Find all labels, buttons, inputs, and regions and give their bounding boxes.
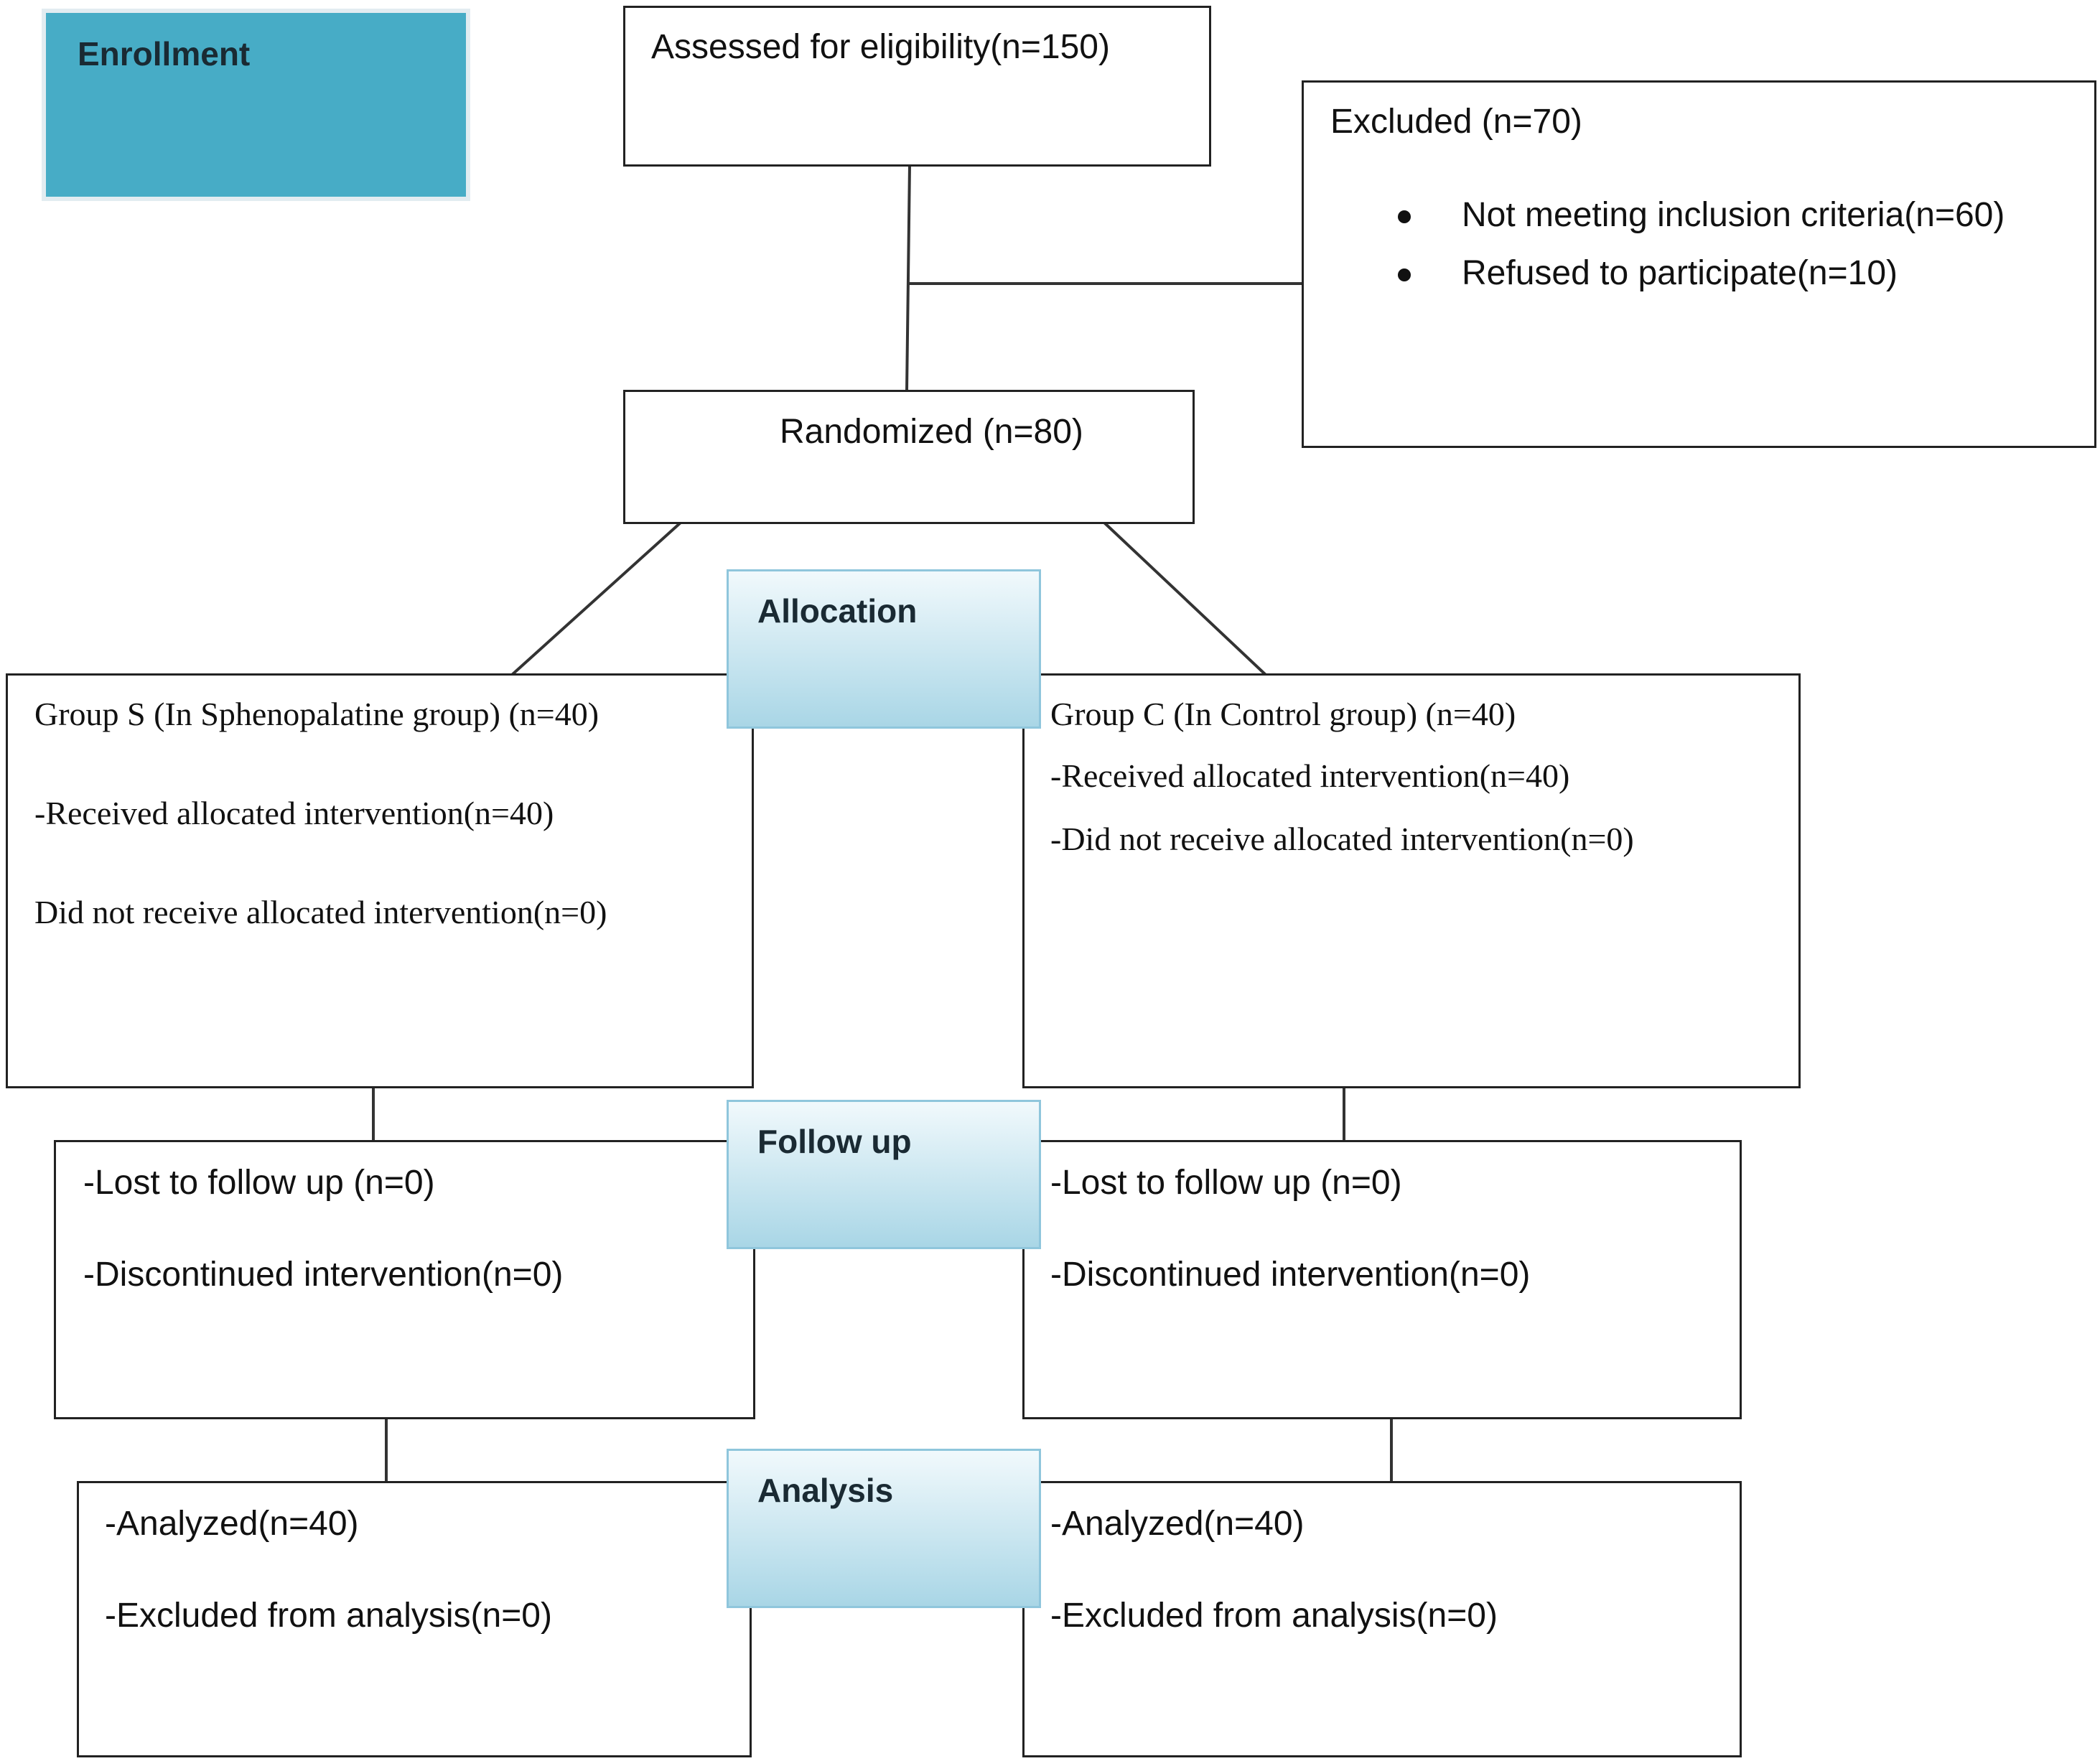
group-s-allocation-box bbox=[6, 673, 754, 1088]
randomized-box bbox=[623, 390, 1195, 524]
group-c-title: Group C (In Control group) (n=40) bbox=[1050, 696, 1516, 732]
group-c-allocation-box bbox=[1022, 673, 1801, 1088]
group-s-discontinued: -Discontinued intervention(n=0) bbox=[83, 1256, 564, 1294]
group-c-received: -Received allocated intervention(n=40) bbox=[1050, 757, 1570, 794]
group-c-excluded-analysis: -Excluded from analysis(n=0) bbox=[1050, 1597, 1498, 1635]
excluded-box bbox=[1302, 80, 2096, 448]
group-c-followup-box bbox=[1022, 1140, 1742, 1419]
bullet-icon bbox=[1398, 210, 1411, 223]
group-c-discontinued: -Discontinued intervention(n=0) bbox=[1050, 1256, 1531, 1294]
follow-up-stage-label: Follow up bbox=[757, 1123, 912, 1160]
randomized-label: Randomized (n=80) bbox=[780, 413, 1083, 451]
group-c-not-received: -Did not receive allocated intervention(… bbox=[1050, 821, 1634, 857]
connector-randomized-to-group-s bbox=[510, 521, 682, 676]
group-c-lost: -Lost to follow up (n=0) bbox=[1050, 1164, 1402, 1202]
group-c-analysis-box bbox=[1022, 1481, 1742, 1757]
excluded-title: Excluded (n=70) bbox=[1330, 103, 1582, 141]
enrollment-stage-label: Enrollment bbox=[78, 35, 251, 73]
group-s-excluded-analysis: -Excluded from analysis(n=0) bbox=[105, 1597, 552, 1635]
allocation-stage-label: Allocation bbox=[757, 592, 918, 630]
group-s-analyzed: -Analyzed(n=40) bbox=[105, 1505, 359, 1543]
bullet-icon bbox=[1398, 268, 1411, 281]
assessed-box bbox=[623, 6, 1211, 167]
group-s-analysis-box bbox=[77, 1481, 752, 1757]
group-s-followup-box bbox=[54, 1140, 755, 1419]
analysis-stage: Analysis bbox=[727, 1449, 1041, 1608]
group-s-received: -Received allocated intervention(n=40) bbox=[34, 795, 554, 831]
group-s-not-received: Did not receive allocated intervention(n… bbox=[34, 894, 607, 930]
connector-assessed-down bbox=[905, 164, 911, 392]
group-c-analyzed: -Analyzed(n=40) bbox=[1050, 1505, 1305, 1543]
connector-randomized-to-group-c bbox=[1103, 521, 1267, 676]
allocation-stage: Allocation bbox=[727, 569, 1041, 729]
group-s-lost: -Lost to follow up (n=0) bbox=[83, 1164, 435, 1202]
excluded-reason-2: Refused to participate(n=10) bbox=[1462, 254, 1898, 292]
assessed-label: Assessed for eligibility(n=150) bbox=[651, 28, 1110, 66]
group-s-title: Group S (In Sphenopalatine group) (n=40) bbox=[34, 696, 599, 732]
analysis-stage-label: Analysis bbox=[757, 1472, 894, 1509]
enrollment-stage: Enrollment bbox=[42, 9, 470, 201]
excluded-reason-1: Not meeting inclusion criteria(n=60) bbox=[1462, 196, 2005, 234]
follow-up-stage: Follow up bbox=[727, 1100, 1041, 1249]
